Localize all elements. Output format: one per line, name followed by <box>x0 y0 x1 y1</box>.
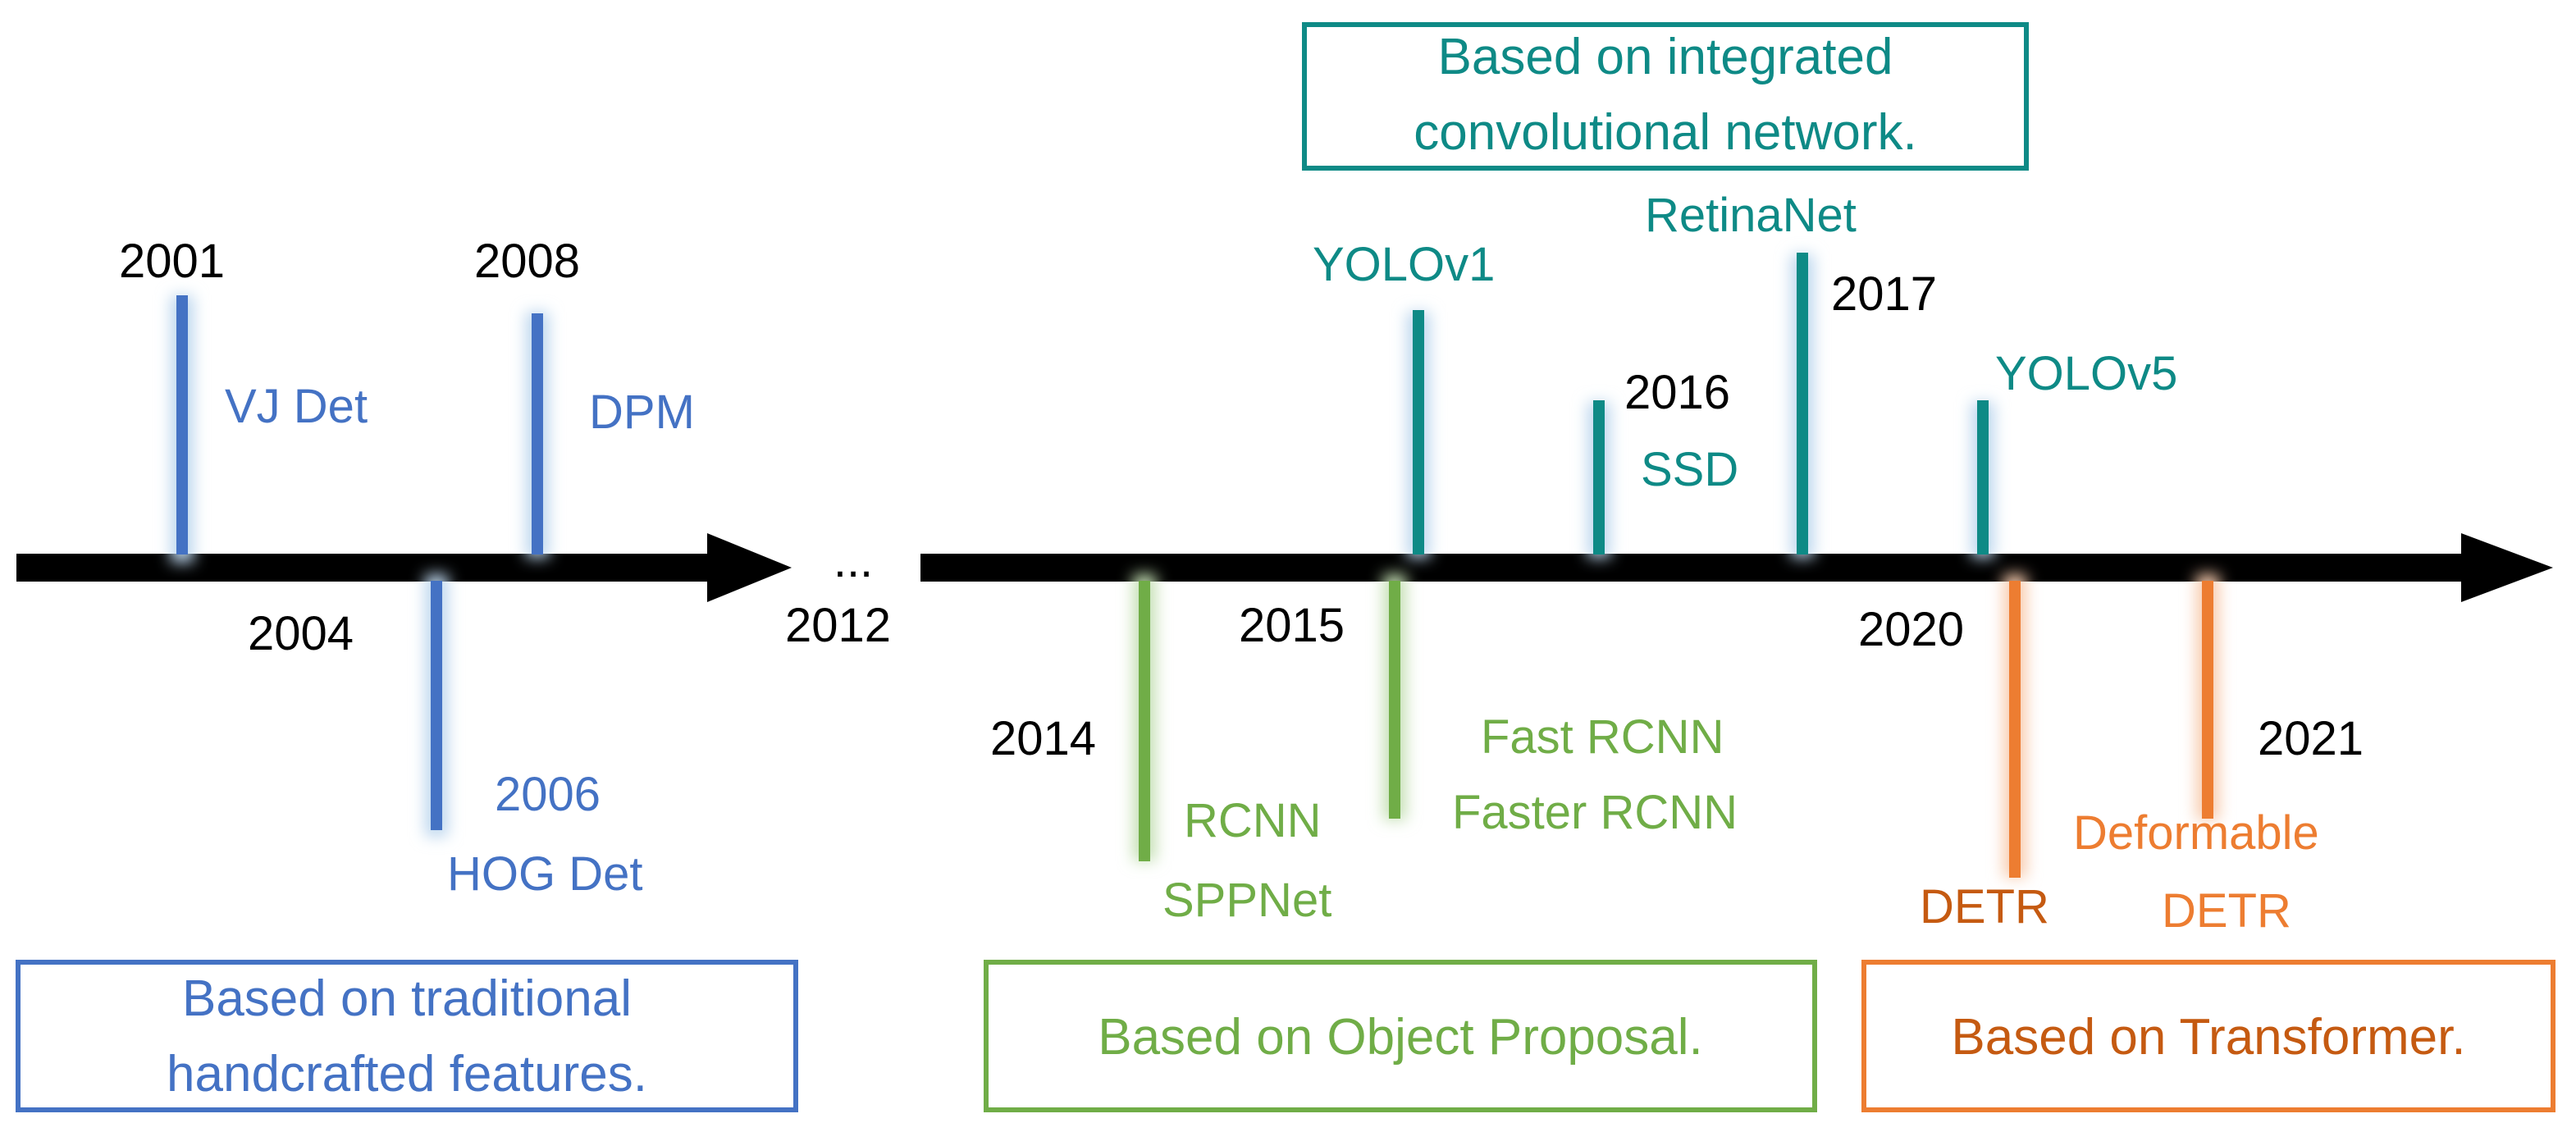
method-label-rcnn: RCNN <box>1184 794 1322 847</box>
method-label-2006: 2006 <box>495 768 601 821</box>
gap-ellipsis: ... <box>834 534 873 587</box>
axis-arrowhead-right <box>2461 533 2553 602</box>
category-box-proposal: Based on Object Proposal. <box>984 960 1817 1112</box>
year-label-2016: 2016 <box>1624 366 1730 419</box>
method-label-deformable-detr: DETR <box>2162 884 2291 938</box>
category-box-traditional: Based on traditional handcrafted feature… <box>16 960 798 1112</box>
method-label-detr: DETR <box>1920 880 2049 933</box>
method-label-dpm: DPM <box>589 386 695 439</box>
year-labels: 2001 2004 2008 2012 2014 2015 2016 2017 … <box>119 235 2364 765</box>
year-label-2008: 2008 <box>474 235 580 288</box>
method-label-retinanet: RetinaNet <box>1645 189 1857 242</box>
category-box-traditional-frame <box>16 960 798 1112</box>
year-label-2017: 2017 <box>1831 267 1937 321</box>
category-integrated-line2: convolutional network. <box>1414 104 1916 161</box>
category-traditional-line1: Based on traditional <box>182 970 632 1027</box>
year-label-2012: 2012 <box>785 599 891 652</box>
timeline-ticks <box>171 253 2219 878</box>
year-label-2001: 2001 <box>119 235 225 288</box>
category-box-transformer: Based on Transformer. <box>1861 960 2555 1112</box>
category-box-integrated: Based on integrated convolutional networ… <box>1302 22 2029 171</box>
timeline-axis <box>16 533 2553 602</box>
method-label-yolov5: YOLOv5 <box>1995 347 2177 400</box>
year-label-2021: 2021 <box>2258 712 2364 765</box>
method-label-ssd: SSD <box>1641 443 1738 496</box>
category-traditional-line2: handcrafted features. <box>167 1046 647 1102</box>
category-integrated-line1: Based on integrated <box>1438 29 1893 85</box>
category-proposal-line1: Based on Object Proposal. <box>1098 1009 1703 1066</box>
year-label-2020: 2020 <box>1858 603 1964 656</box>
method-label-vj-det: VJ Det <box>225 380 368 433</box>
method-label-yolov1: YOLOv1 <box>1313 238 1495 291</box>
category-transformer-line1: Based on Transformer. <box>1951 1009 2465 1066</box>
year-label-2004: 2004 <box>248 607 354 660</box>
category-box-integrated-frame <box>1302 22 2029 171</box>
category-box-transformer-frame <box>1861 960 2555 1112</box>
method-labels: VJ Det DPM 2006 HOG Det RCNN SPPNet Fast… <box>225 189 2319 938</box>
method-label-sppnet: SPPNet <box>1162 874 1331 927</box>
method-label-fast-rcnn: Fast RCNN <box>1481 710 1724 764</box>
year-label-2014: 2014 <box>990 712 1096 765</box>
category-box-proposal-frame <box>984 960 1817 1112</box>
year-label-2015: 2015 <box>1239 599 1345 652</box>
method-label-faster-rcnn: Faster RCNN <box>1452 786 1738 839</box>
axis-arrowhead-left <box>707 533 792 602</box>
method-label-deformable: Deformable <box>2073 806 2319 860</box>
method-label-hog-det: HOG Det <box>447 847 643 901</box>
